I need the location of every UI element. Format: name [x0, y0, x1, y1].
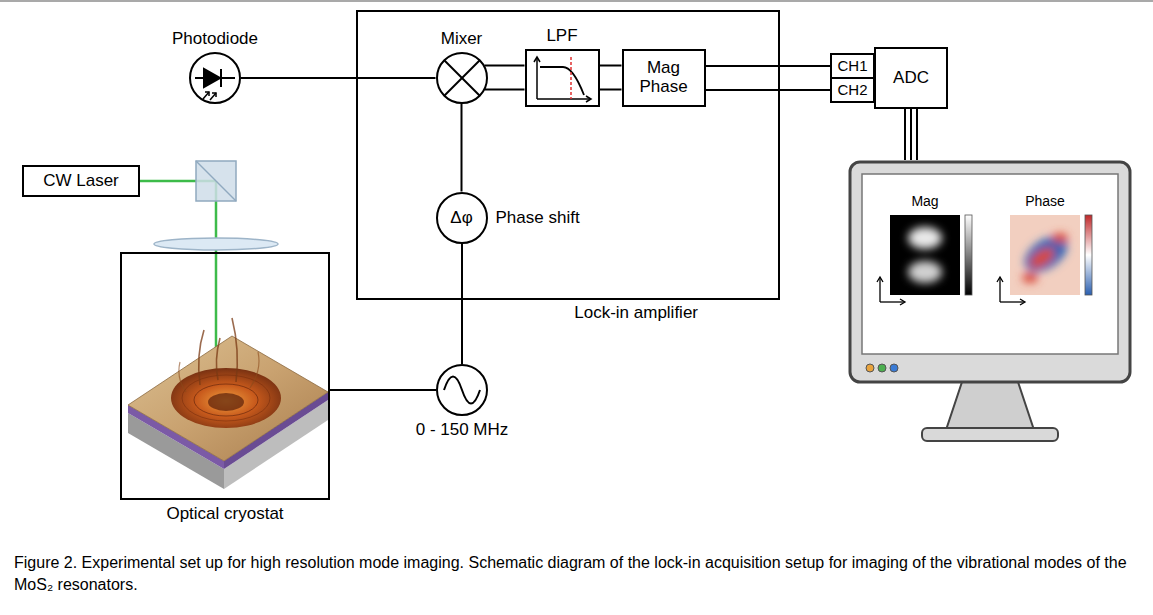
symbol-label: Δφ	[450, 208, 472, 228]
magphase-box: Mag Phase	[622, 49, 706, 107]
signal-wire	[461, 104, 462, 192]
box-label: ADC	[893, 68, 929, 88]
figure-caption: Figure 2. Experimental set up for high r…	[14, 552, 1139, 596]
group-label: Optical cryostat	[166, 504, 283, 524]
sine-symbol	[444, 377, 480, 404]
wire-line	[485, 65, 525, 67]
component-label: Mixer	[441, 29, 483, 49]
mos2-sample	[128, 318, 328, 489]
signal-wire	[600, 65, 622, 66]
component-label: LPF	[546, 26, 577, 46]
signal-wire	[485, 89, 525, 90]
box-label: CW Laser	[43, 171, 119, 191]
wire-line	[600, 89, 622, 91]
wire-line	[600, 65, 622, 67]
channel-box: CH2	[830, 77, 875, 103]
mixer-circle: Mixer	[436, 52, 488, 104]
signal-wire	[462, 243, 463, 364]
photodiode: Photodiode	[189, 52, 241, 104]
adc-box: ADC	[874, 47, 948, 109]
wire-line	[461, 104, 463, 192]
signal-wire	[706, 90, 831, 91]
signal-wire	[241, 78, 436, 79]
channel-label: CH1	[837, 57, 867, 74]
wire-line	[241, 77, 436, 79]
signal-wire	[600, 89, 622, 90]
wire-line	[904, 109, 906, 160]
signal-wire	[330, 390, 436, 391]
wire-line	[706, 65, 831, 67]
wire-line	[706, 89, 831, 91]
signal-generator: 0 - 150 MHz	[436, 364, 488, 416]
box-label: Mag Phase	[638, 58, 690, 97]
mixer-symbol	[444, 60, 480, 96]
monitor-node: Mag Phase	[845, 160, 1135, 455]
beam-splitter	[196, 161, 236, 201]
phase-shift-circle: ΔφPhase shift	[436, 192, 488, 244]
objective-lens	[154, 238, 278, 250]
wire-line	[485, 89, 525, 91]
diode-symbol	[195, 69, 235, 100]
wire-line	[330, 389, 436, 391]
component-label: Phase shift	[496, 208, 580, 228]
cryostat-box: Optical cryostat	[120, 252, 330, 500]
lockin-box: Lock-in amplifierMixerLPFMag PhaseΔφPhas…	[356, 10, 780, 300]
wire-line	[910, 109, 912, 160]
channel-box: CH1	[830, 53, 875, 79]
signal-wire	[706, 66, 831, 67]
component-label: Photodiode	[172, 29, 258, 49]
laser-box: CW Laser	[22, 165, 140, 197]
channel-label: CH2	[837, 81, 867, 98]
filter-box: LPF	[525, 49, 600, 107]
frequency-label: 0 - 150 MHz	[416, 420, 509, 440]
signal-wire	[905, 109, 917, 160]
wire-line	[916, 109, 918, 160]
image-label: Phase	[1025, 193, 1065, 209]
computer-monitor	[850, 162, 1130, 441]
image-label: Mag	[911, 193, 938, 209]
frame-rule	[0, 0, 1153, 2]
wire-line	[461, 243, 463, 364]
signal-wire	[485, 65, 525, 66]
group-label: Lock-in amplifier	[574, 303, 698, 323]
filter-symbol	[534, 57, 591, 102]
